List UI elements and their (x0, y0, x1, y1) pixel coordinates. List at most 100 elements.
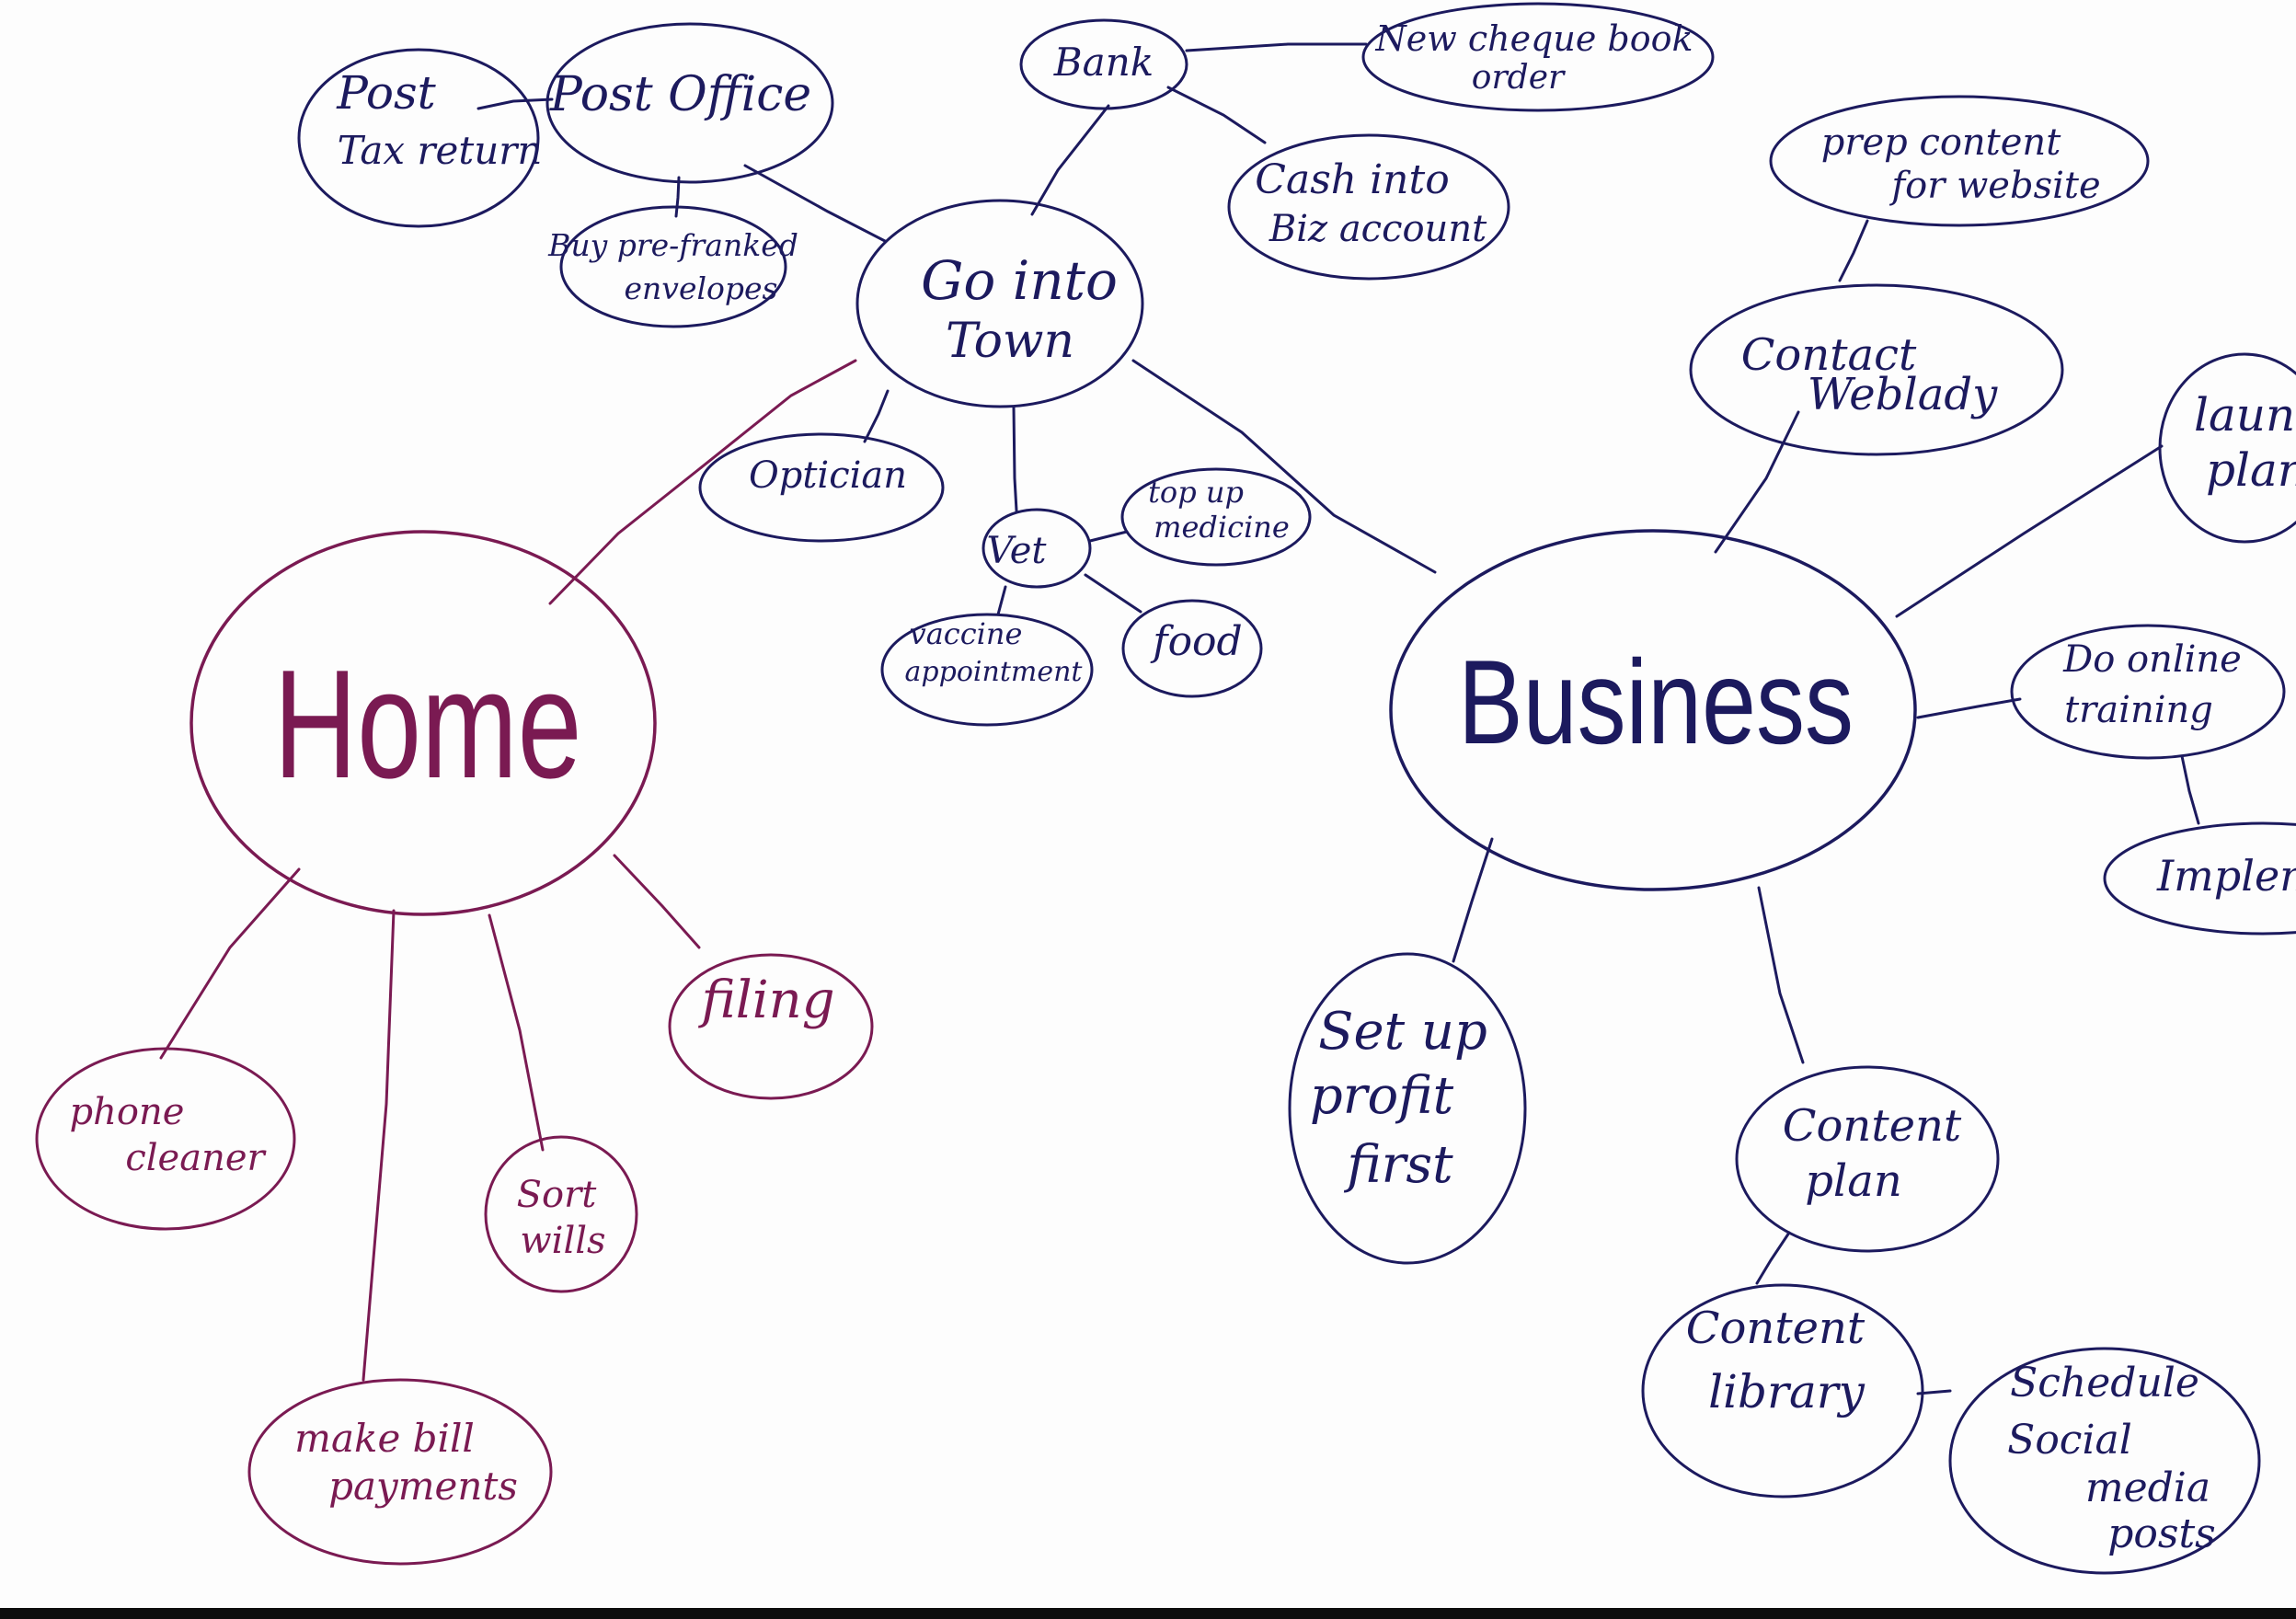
post-office-label: Post Office (549, 67, 811, 122)
paper-bottom-edge (0, 1608, 2296, 1619)
node-schedule-social: Schedule Social media posts (1948, 1347, 2261, 1575)
node-optician: Optician (698, 432, 945, 543)
edge-business-contentplan (1757, 886, 1805, 1064)
node-launch-plan: launc plan (2158, 352, 2296, 544)
node-implement: Impleme (2103, 821, 2296, 936)
schedule-line-2: Social (2007, 1417, 2132, 1464)
launch-line-2: plan (2206, 443, 2296, 497)
food-label: food (1150, 618, 1242, 665)
filing-label: filing (697, 970, 834, 1030)
bill-payments-line-2: payments (328, 1464, 518, 1509)
profit-line-3: first (1343, 1135, 1453, 1195)
edge-weblady-prep (1838, 219, 1869, 282)
envelopes-line-1: Buy pre-franked (547, 227, 798, 263)
node-post-tax-return: Post Tax return (297, 48, 543, 228)
node-set-up-profit-first: Set up profit first (1288, 952, 1527, 1265)
node-bank: Bank (1019, 18, 1188, 110)
edge-home-wills (488, 913, 545, 1152)
edge-postoffice-envelopes (674, 176, 681, 218)
cash-line-2: Biz account (1269, 208, 1487, 250)
edge-business-weblady (1714, 410, 1800, 554)
schedule-line-1: Schedule (2010, 1360, 2199, 1407)
edge-town-optician (863, 389, 890, 443)
node-make-bill-payments: make bill payments (247, 1378, 553, 1566)
edge-home-bills (362, 909, 396, 1382)
cheque-line-1: New cheque book (1374, 18, 1693, 59)
edge-town-postoffice (743, 164, 887, 243)
bank-label: Bank (1053, 40, 1154, 85)
library-line-1: Content (1686, 1303, 1866, 1354)
node-cash-into-biz: Cash into Biz account (1227, 133, 1510, 281)
implement-label: Impleme (2156, 851, 2296, 901)
node-sort-wills: Sort wills (484, 1135, 638, 1293)
edge-business-profit (1452, 837, 1494, 963)
vaccine-line-2: appointment (905, 656, 1084, 688)
node-content-plan: Content plan (1735, 1065, 2000, 1253)
bill-payments-line-1: make bill (294, 1416, 475, 1461)
node-home: Home (189, 530, 657, 916)
edge-bank-cash (1166, 86, 1267, 144)
launch-line-1: launc (2194, 388, 2296, 442)
edge-town-bank (1030, 104, 1110, 216)
node-post-office: Post Office (545, 22, 834, 184)
edge-home-filing (613, 854, 701, 949)
weblady-line-1: Contact (1741, 329, 1917, 381)
town-line-2: Town (946, 314, 1074, 369)
edge-town-home (548, 359, 857, 605)
envelopes-line-2: envelopes (625, 270, 778, 306)
sort-wills-line-1: Sort (517, 1174, 598, 1216)
node-vaccine-appointment: vaccine appointment (880, 613, 1094, 727)
profit-line-2: profit (1310, 1066, 1454, 1126)
town-line-1: Go into (921, 249, 1118, 312)
medicine-line-1: top up (1148, 475, 1244, 510)
node-content-library: Content library (1641, 1283, 1924, 1498)
phone-cleaner-line-2: cleaner (125, 1137, 267, 1179)
prep-content-line-1: prep content (1821, 121, 2061, 164)
vaccine-line-1: vaccine (910, 616, 1023, 651)
home-label: Home (274, 637, 582, 810)
node-top-up-medicine: top up medicine (1120, 467, 1312, 567)
training-line-2: training (2064, 689, 2213, 731)
business-label: Business (1458, 635, 1854, 769)
node-vet: Vet (982, 508, 1092, 589)
node-go-into-town: Go into Town (855, 199, 1144, 408)
schedule-line-3: media (2085, 1464, 2210, 1511)
sort-wills-line-2: wills (520, 1220, 605, 1262)
node-contact-weblady: Contact Weblady (1689, 283, 2064, 456)
edge-business-training (1916, 697, 2022, 719)
optician-label: Optician (749, 454, 907, 497)
cash-line-1: Cash into (1255, 156, 1449, 203)
prep-content-line-2: for website (1888, 165, 2100, 207)
node-business: Business (1389, 529, 1917, 891)
edge-town-business (1131, 359, 1437, 574)
weblady-line-2: Weblady (1808, 369, 1998, 420)
node-phone-cleaner: phone cleaner (35, 1047, 296, 1231)
edge-vet-vaccine (996, 585, 1007, 616)
cheque-line-2: order (1472, 59, 1566, 97)
schedule-line-4: posts (2107, 1510, 2216, 1557)
profit-line-1: Set up (1318, 1002, 1487, 1062)
node-filing: filing (668, 953, 874, 1100)
edge-vet-food (1084, 573, 1142, 614)
edge-contentplan-library (1755, 1231, 1791, 1285)
node-prep-content: prep content for website (1769, 95, 2150, 227)
content-plan-line-2: plan (1805, 1155, 1902, 1207)
node-food: food (1121, 599, 1263, 698)
medicine-line-2: medicine (1154, 510, 1290, 545)
edge-postoffice-taxreturn (476, 98, 554, 110)
edge-bank-cheque (1185, 42, 1368, 52)
training-line-1: Do online (2062, 638, 2242, 681)
edge-home-phone (159, 867, 301, 1060)
node-new-cheque-book: New cheque book order (1361, 2, 1715, 112)
edge-business-launch (1895, 444, 2164, 618)
content-plan-line-1: Content (1783, 1100, 1962, 1152)
vet-label: Vet (987, 530, 1048, 572)
tax-return-line-2: Tax return (338, 128, 543, 173)
node-do-online-training: Do online training (2010, 624, 2286, 760)
edge-vet-medicine (1088, 530, 1129, 543)
phone-cleaner-line-1: phone (70, 1091, 185, 1133)
tax-return-line-1: Post (336, 66, 436, 120)
node-buy-envelopes: Buy pre-franked envelopes (547, 205, 798, 328)
edge-training-implement (2180, 754, 2200, 825)
edge-town-vet (1012, 405, 1018, 512)
